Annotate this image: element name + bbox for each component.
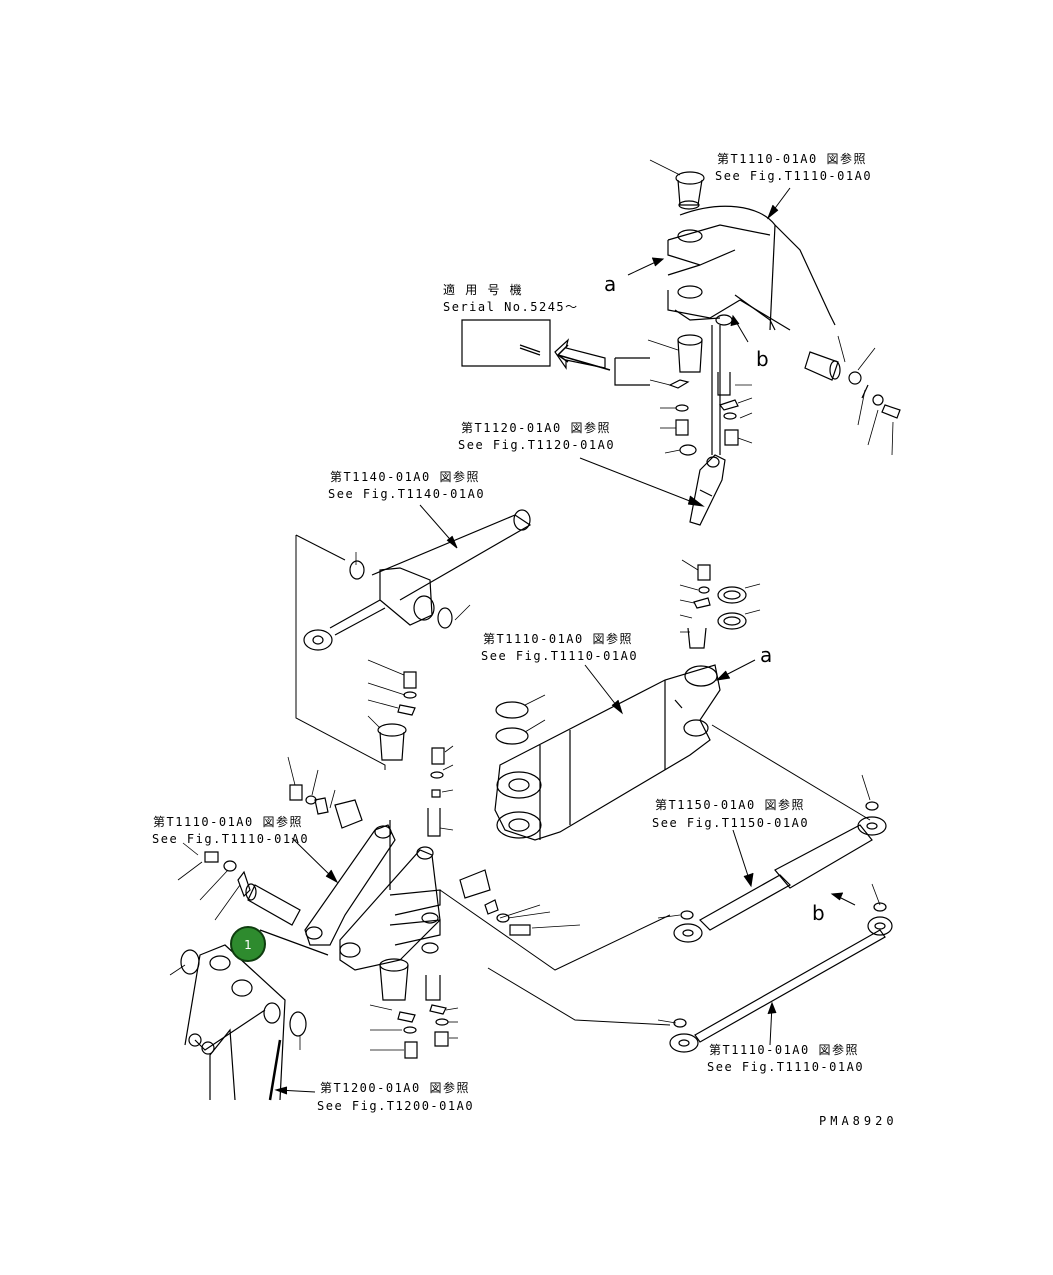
ref-label-en: See Fig.T1150-01A0: [652, 816, 810, 830]
cylinder-1: [304, 510, 530, 650]
ref-label-jp: 第T1110-01A0 図参照: [717, 152, 867, 166]
ref-label-en: See Fig.T1110-01A0: [715, 169, 873, 183]
ref-label-jp: 第T1150-01A0 図参照: [655, 798, 805, 812]
connection-lines: [296, 535, 870, 1025]
washers-right: [496, 565, 746, 744]
part-marker-1[interactable]: 1: [230, 926, 266, 962]
ref-label-jp: 第T1200-01A0 図参照: [320, 1081, 470, 1095]
pin-left: [205, 852, 328, 955]
link-rod-top: [690, 325, 725, 525]
callout-b: b: [812, 901, 825, 925]
ref-label-jp: 第T1120-01A0 図参照: [461, 421, 611, 435]
cylinder-2: [674, 802, 886, 942]
pin-b: [805, 352, 900, 418]
rod-long: [670, 903, 892, 1052]
reference-arrows: [276, 188, 855, 1094]
ref-label-en: See Fig.T1110-01A0: [152, 832, 310, 846]
callout-a: a: [604, 272, 617, 296]
drawing-code: PMA8920: [819, 1114, 898, 1128]
bushing-set-1: [670, 335, 738, 455]
boom: [181, 945, 306, 1100]
ref-label-en: See Fig.T1200-01A0: [317, 1099, 475, 1113]
part-marker-label: 1: [244, 938, 252, 952]
callout-a: a: [760, 643, 773, 667]
bell-crank: [305, 820, 440, 970]
serial-label-en: Serial No.5245～: [443, 300, 579, 314]
bushings-center: [290, 672, 530, 1058]
ref-label-en: See Fig.T1110-01A0: [481, 649, 639, 663]
ref-label-jp: 第T1110-01A0 図参照: [709, 1043, 859, 1057]
ref-label-jp: 第T1110-01A0 図参照: [483, 632, 633, 646]
leader-lines: [170, 160, 893, 1050]
callout-b: b: [756, 347, 769, 371]
ref-label-en: See Fig.T1110-01A0: [707, 1060, 865, 1074]
bushing-top: [676, 172, 704, 209]
serial-inset: [462, 320, 650, 385]
bucket-assembly: [668, 206, 835, 330]
serial-label-jp: 適 用 号 機: [443, 283, 524, 297]
ref-label-en: See Fig.T1140-01A0: [328, 487, 486, 501]
ref-label-jp: 第T1110-01A0 図参照: [153, 815, 303, 829]
ref-label-jp: 第T1140-01A0 図参照: [330, 470, 480, 484]
arm-main: [495, 665, 720, 840]
ref-label-en: See Fig.T1120-01A0: [458, 438, 616, 452]
